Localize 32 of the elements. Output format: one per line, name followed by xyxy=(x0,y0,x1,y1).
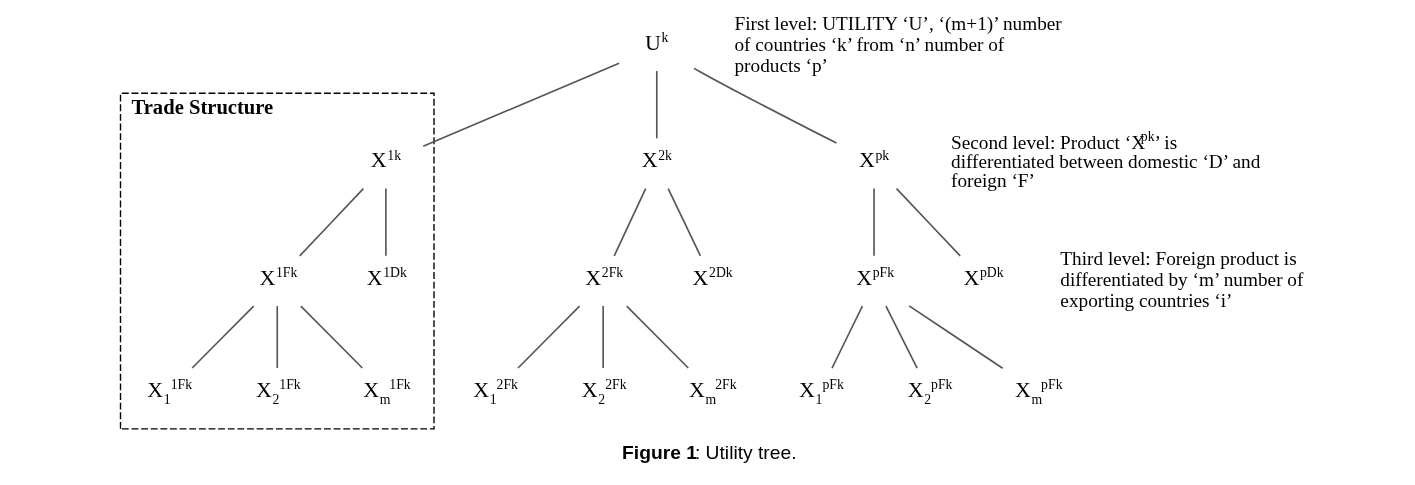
node-text: X$^{1k}$ xyxy=(370,147,401,173)
connector xyxy=(872,187,875,257)
label: First level: UTILITY ‘U’, ‘(m+1)’ number of countries ‘k’ from ‘n’ number of products ‘p’ xyxy=(733,13,1062,76)
connector xyxy=(299,305,363,369)
label: Second level: Product ‘X$^{pk}$’ is differentiated between domestic ‘D’ and foreign ‘F’ xyxy=(950,129,1260,192)
connector xyxy=(666,187,701,257)
node-text: U$^{k}$ xyxy=(644,29,668,55)
node-text: X$^{2Fk}$ xyxy=(584,264,623,290)
connector xyxy=(625,305,689,369)
node-text: X$^{pk}$ xyxy=(858,147,889,173)
connector xyxy=(601,305,604,369)
connector xyxy=(421,62,620,148)
node-text: X$^{pFk}$ xyxy=(855,264,894,290)
caption: Figure 1: Utility tree. xyxy=(621,442,797,464)
connector xyxy=(692,67,837,144)
connector xyxy=(907,305,1003,370)
connector xyxy=(612,187,646,257)
connector xyxy=(275,305,278,369)
node-text: X$^{1Dk}$ xyxy=(366,264,407,290)
connector xyxy=(190,305,254,369)
connector xyxy=(516,305,580,369)
connector xyxy=(895,187,961,257)
connector xyxy=(298,187,364,257)
connector xyxy=(830,305,863,369)
node-text: X$^{1Fk}$ xyxy=(258,264,297,290)
node-text: X$^{pDk}$ xyxy=(962,264,1004,290)
connector xyxy=(384,187,387,257)
connector xyxy=(655,70,658,140)
connector xyxy=(884,305,918,369)
node-text: X$^{2Dk}$ xyxy=(692,264,733,290)
label: Third level: Foreign product is differentiated by ‘m’ number of exporting countries ‘i’ xyxy=(1059,248,1303,311)
node-text: X$^{2k}$ xyxy=(641,147,672,173)
